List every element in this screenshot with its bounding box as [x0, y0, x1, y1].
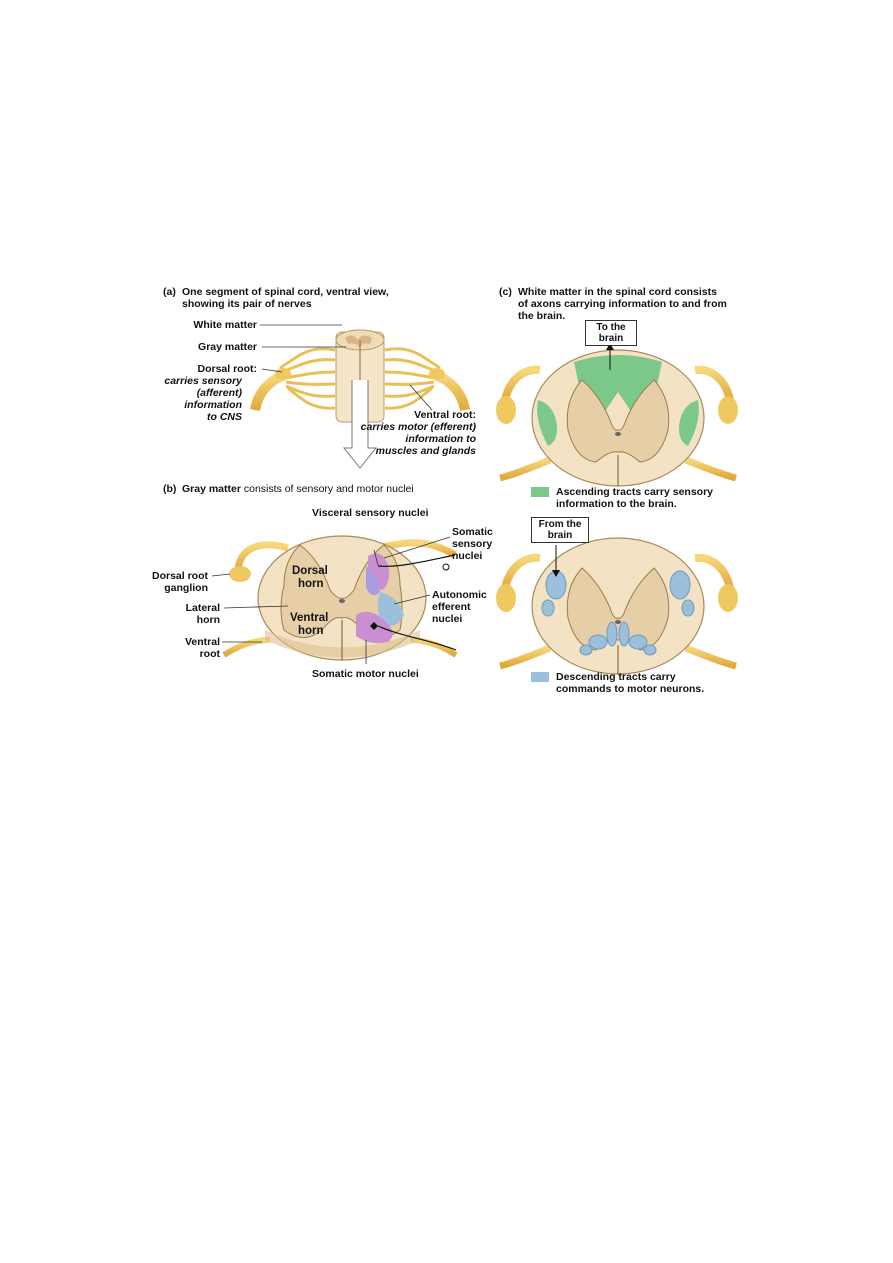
- dorsal-horn-label-1: Dorsal: [292, 565, 328, 577]
- ascending-legend-swatch: [531, 487, 549, 497]
- ascending-legend-bold: Ascending tracts: [556, 486, 642, 498]
- dorsal-desc-2: (afferent): [196, 387, 242, 399]
- dorsal-root-ganglion: [229, 566, 251, 582]
- panel-a-title-line2: showing its pair of nerves: [182, 298, 312, 310]
- panel-a-letter: (a): [163, 286, 176, 298]
- to-brain-line2: brain: [598, 333, 624, 344]
- panel-c-title-rest: in the spinal cord consists: [584, 286, 717, 298]
- panel-c-letter: (c): [499, 286, 512, 298]
- descending-legend-bold: Descending tracts: [556, 671, 648, 683]
- cord-gray-matter: [345, 335, 372, 348]
- autonomic-efferent-nuclei: [377, 592, 404, 627]
- somatic-motor-label: Somatic motor nuclei: [312, 668, 419, 680]
- panel-b-title-bold: Gray matter: [182, 483, 241, 495]
- panel-b-title: Gray matter consists of sensory and moto…: [182, 483, 414, 495]
- panel-b-leaders: [211, 536, 451, 664]
- right-spinal-nerve: [433, 370, 470, 412]
- descending-legend-line1: Descending tracts carry: [556, 671, 676, 683]
- panel-a-leaders: [260, 324, 433, 411]
- autonomic-label-3: nuclei: [432, 613, 463, 625]
- somatic-sensory-label-3: nuclei: [452, 550, 483, 562]
- left-nerve-rootlets: [279, 347, 336, 410]
- from-brain-line2: brain: [547, 530, 573, 541]
- ascending-legend-line1: Ascending tracts carry sensory: [556, 486, 713, 498]
- from-brain-line1: From the: [538, 519, 582, 530]
- right-ganglion: [429, 368, 445, 380]
- ascending-legend-line2: information to the brain.: [556, 498, 677, 510]
- downward-arrow: [342, 380, 378, 469]
- panel-c-title-line3: the brain.: [518, 310, 566, 322]
- ventral-root-label: Ventral root:: [414, 409, 476, 421]
- panel-a-drawing: [250, 324, 470, 469]
- dorsal-root-label: Dorsal root:: [197, 363, 257, 375]
- white-matter-label: White matter: [193, 319, 257, 331]
- dorsal-desc-3: information: [184, 399, 242, 411]
- ascending-right-lateral: [679, 400, 699, 446]
- somatic-sensory-label-2: sensory: [452, 538, 493, 550]
- ascending-left-lateral: [537, 400, 557, 446]
- visceral-sensory-label: Visceral sensory nuclei: [312, 507, 429, 519]
- descending-legend-rest: carry: [649, 671, 676, 683]
- panel-c-title-line1: White matter in the spinal cord consists: [518, 286, 717, 298]
- ventral-root-b-label-2: root: [199, 648, 220, 660]
- panel-c-ascending-drawing: [496, 343, 738, 487]
- to-brain-line1: To the: [596, 322, 626, 333]
- ascending-legend-rest: carry sensory: [644, 486, 714, 498]
- lateral-horn-label-2: horn: [196, 614, 220, 626]
- dorsal-desc-1: carries sensory: [164, 375, 242, 387]
- panel-b-title-rest: consists of sensory and motor nuclei: [243, 483, 414, 495]
- descending-legend-line2: commands to motor neurons.: [556, 683, 705, 695]
- left-ganglion: [275, 368, 291, 380]
- dorsal-root-ganglion-label-2: ganglion: [164, 582, 208, 594]
- dorsal-desc-4: to CNS: [207, 411, 242, 423]
- autonomic-label-1: Autonomic: [432, 589, 487, 601]
- ventral-horn-label-2: horn: [298, 625, 324, 637]
- ventral-horn-label-1: Ventral: [290, 612, 329, 624]
- ventral-root-b-label-1: Ventral: [184, 636, 220, 648]
- ventral-desc-1: carries motor (efferent): [360, 421, 476, 433]
- panel-c-title-bold: White matter: [518, 286, 582, 298]
- dorsal-horn-label-2: horn: [298, 578, 324, 590]
- gray-matter-label: Gray matter: [198, 341, 257, 353]
- descending-ventral-tracts: [579, 621, 657, 656]
- b-left-dorsal-root: [234, 541, 289, 571]
- ventral-desc-3: muscles and glands: [375, 445, 476, 457]
- left-spinal-nerve: [250, 370, 287, 412]
- lateral-horn-label-1: Lateral: [185, 602, 220, 614]
- somatic-sensory-label-1: Somatic: [452, 526, 493, 538]
- descending-legend-swatch: [531, 672, 549, 682]
- visceral-sensory-nuclei: [366, 566, 380, 596]
- panel-c-title-line2: of axons carrying information to and fro…: [518, 298, 727, 310]
- ventral-desc-2: information to: [405, 433, 476, 445]
- panel-b-drawing: [211, 535, 458, 664]
- panel-a-title-line1: One segment of spinal cord, ventral view…: [182, 286, 389, 298]
- from-brain-box: From the brain: [531, 517, 589, 543]
- b-left-ventral-root: [222, 637, 271, 658]
- autonomic-label-2: efferent: [432, 601, 471, 613]
- to-brain-box: To the brain: [585, 320, 637, 346]
- descending-right-lateral: [669, 570, 691, 600]
- dorsal-root-ganglion-label-1: Dorsal root: [151, 570, 208, 582]
- panel-b-letter: (b): [163, 483, 177, 495]
- panel-c-descending-drawing: [496, 537, 738, 675]
